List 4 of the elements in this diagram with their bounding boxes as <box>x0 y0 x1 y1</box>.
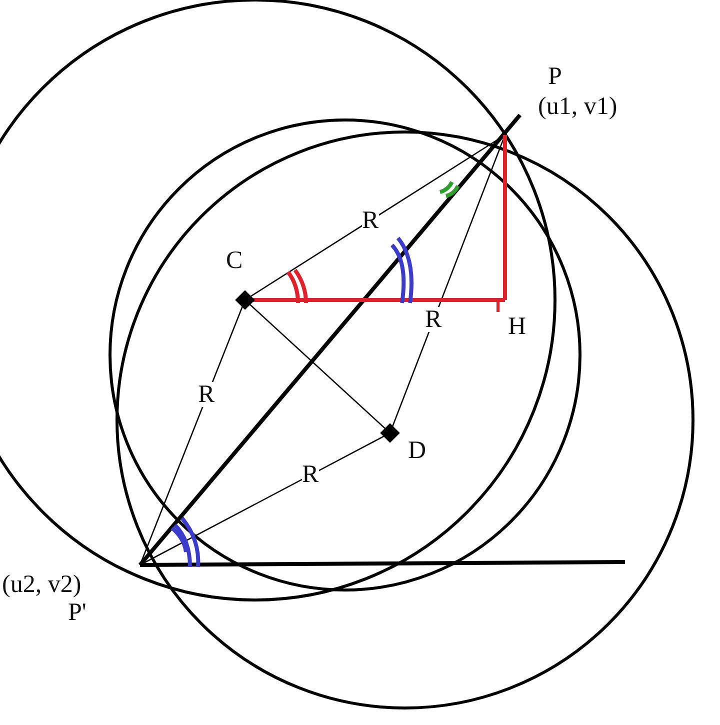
coordinate-label: (u2, v2) <box>2 572 82 597</box>
coordinate-label: (u1, v1) <box>538 94 618 119</box>
length-label: R <box>198 382 215 407</box>
length-label: R <box>425 307 442 332</box>
